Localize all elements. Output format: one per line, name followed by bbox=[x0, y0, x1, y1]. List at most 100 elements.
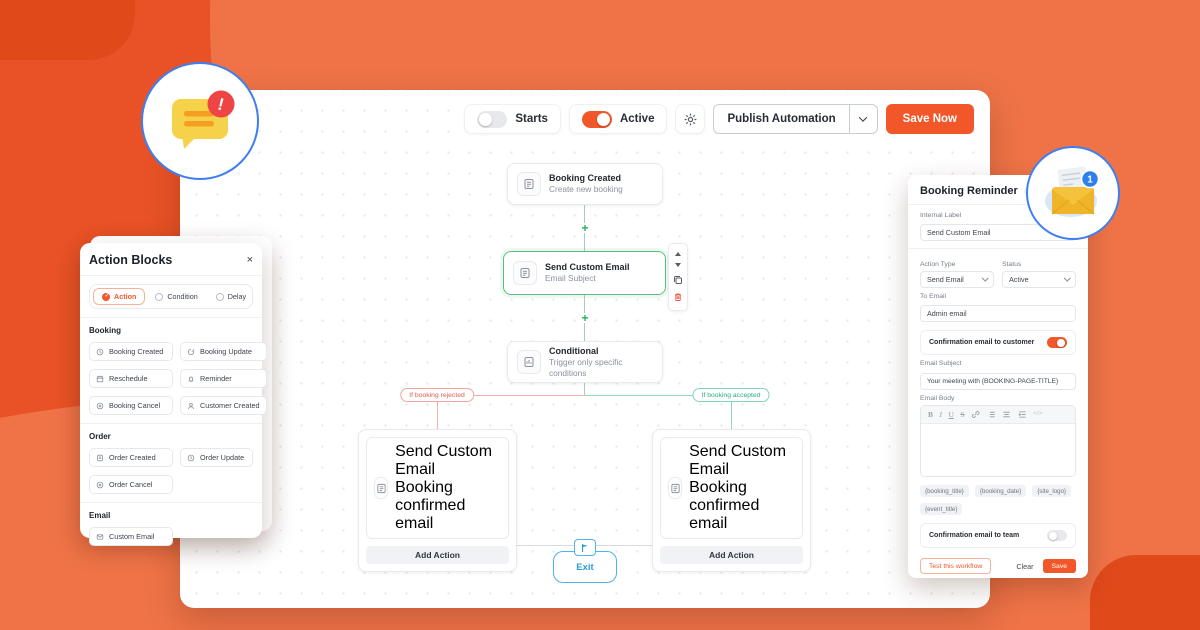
internal-label: Internal Label bbox=[920, 212, 962, 219]
settings-button[interactable] bbox=[675, 104, 706, 134]
internal-label-input[interactable] bbox=[920, 224, 1076, 241]
italic-button[interactable]: I bbox=[939, 409, 943, 419]
link-icon[interactable] bbox=[971, 410, 980, 419]
node-icon bbox=[513, 261, 537, 285]
block-booking-update[interactable]: Booking Update bbox=[180, 342, 267, 361]
block-order-cancel[interactable]: Order Cancel bbox=[89, 475, 173, 494]
bg-corner-top-left bbox=[0, 0, 135, 60]
team-confirmation-toggle[interactable] bbox=[1047, 530, 1067, 541]
to-email-label: To Email bbox=[920, 293, 947, 300]
panel-title: Action Blocks bbox=[89, 253, 173, 267]
delete-icon[interactable] bbox=[673, 292, 683, 302]
move-up-icon[interactable] bbox=[675, 251, 681, 256]
toggle-label: Confirmation email to team bbox=[929, 532, 1020, 539]
node-subtitle: Create new booking bbox=[549, 184, 623, 195]
strikethrough-button[interactable]: S bbox=[960, 409, 965, 419]
duplicate-icon[interactable] bbox=[673, 275, 683, 285]
action-type-select[interactable]: Send Email bbox=[920, 271, 994, 288]
edge-label-accepted[interactable]: If booking accepted bbox=[692, 388, 770, 402]
publish-automation-button[interactable]: Publish Automation bbox=[727, 113, 836, 125]
action-card-rejected: Send Custom Email Booking confirmed emai… bbox=[358, 429, 517, 572]
node-subtitle: Booking confirmed email bbox=[395, 479, 466, 532]
block-booking-cancel[interactable]: Booking Cancel bbox=[89, 396, 173, 415]
node-send-custom-email-accepted[interactable]: Send Custom Email Booking confirmed emai… bbox=[660, 437, 803, 539]
starts-toggle[interactable] bbox=[477, 110, 508, 128]
email-subject-input[interactable] bbox=[920, 373, 1076, 390]
close-icon[interactable]: × bbox=[246, 253, 253, 266]
block-icon bbox=[97, 454, 103, 461]
bg-corner-bottom-right bbox=[1090, 555, 1200, 630]
node-icon bbox=[517, 172, 541, 196]
node-booking-created[interactable]: Booking Created Create new booking bbox=[507, 163, 663, 205]
email-subject-label: Email Subject bbox=[920, 360, 962, 367]
to-email-input[interactable] bbox=[920, 305, 1076, 322]
block-booking-created[interactable]: Booking Created bbox=[89, 342, 173, 361]
block-icon bbox=[96, 402, 104, 409]
block-customer-created[interactable]: Customer Created bbox=[180, 396, 267, 415]
radio-action[interactable]: Action bbox=[93, 288, 146, 305]
underline-button[interactable]: U bbox=[948, 409, 954, 419]
publish-dropdown-button[interactable] bbox=[850, 105, 877, 133]
bold-button[interactable]: B bbox=[928, 409, 934, 419]
node-send-custom-email[interactable]: Send Custom Email Email Subject bbox=[503, 251, 666, 295]
block-icon bbox=[187, 454, 195, 461]
align-icon[interactable] bbox=[1002, 410, 1011, 419]
add-action-button[interactable]: Add Action bbox=[366, 546, 509, 564]
clear-button[interactable]: Clear bbox=[1016, 561, 1034, 571]
booking-reminder-panel: Booking Reminder Action Internal Label A… bbox=[908, 175, 1088, 578]
section-heading-booking: Booking bbox=[89, 326, 121, 335]
select-value: Active bbox=[1009, 275, 1029, 284]
radio-label: Delay bbox=[227, 292, 247, 301]
block-reschedule[interactable]: Reschedule bbox=[89, 369, 173, 388]
node-send-custom-email-rejected[interactable]: Send Custom Email Booking confirmed emai… bbox=[366, 437, 509, 539]
node-title: Send Custom Email bbox=[395, 443, 493, 478]
active-toggle[interactable] bbox=[581, 110, 612, 128]
node-icon bbox=[668, 477, 683, 499]
tag-booking-date[interactable]: {booking_date} bbox=[974, 485, 1027, 497]
action-blocks-panel: Action Blocks × Action Condition Delay B… bbox=[80, 243, 267, 546]
save-now-button[interactable]: Save Now bbox=[885, 104, 974, 134]
action-type-label: Action Type bbox=[920, 261, 956, 268]
email-body-textarea[interactable] bbox=[921, 424, 1075, 476]
mail-badge: 1 bbox=[1087, 175, 1093, 186]
tag-site-logo[interactable]: {site_logo} bbox=[1032, 485, 1072, 497]
list-icon[interactable] bbox=[987, 410, 996, 419]
chat-bubble-icon: ! bbox=[172, 90, 235, 149]
connector-accepted bbox=[731, 395, 732, 429]
divider bbox=[908, 204, 1088, 205]
connector-rejected bbox=[437, 395, 438, 429]
node-conditional[interactable]: Conditional Trigger only specific condit… bbox=[507, 341, 663, 383]
add-step-plus-icon[interactable]: + bbox=[580, 221, 590, 235]
indent-icon[interactable] bbox=[1018, 410, 1027, 419]
move-down-icon[interactable] bbox=[675, 263, 681, 268]
node-exit[interactable]: Exit bbox=[553, 551, 617, 583]
radio-condition[interactable]: Condition bbox=[147, 289, 205, 304]
edge-label-rejected[interactable]: If booking rejected bbox=[400, 388, 474, 402]
radio-delay[interactable]: Delay bbox=[208, 289, 254, 304]
tag-booking-title[interactable]: {booking_title} bbox=[920, 485, 969, 497]
gear-icon bbox=[684, 113, 697, 125]
starts-toggle-group: Starts bbox=[464, 104, 561, 134]
block-custom-email[interactable]: Custom Email bbox=[89, 527, 173, 546]
block-order-created[interactable]: Order Created bbox=[89, 448, 173, 467]
merge-tags: {booking_title} {booking_date} {site_log… bbox=[920, 485, 1076, 515]
add-action-button[interactable]: Add Action bbox=[660, 546, 803, 564]
exit-label: Exit bbox=[576, 561, 594, 573]
status-select[interactable]: Active bbox=[1002, 271, 1076, 288]
block-reminder[interactable]: Reminder bbox=[180, 369, 267, 388]
chevron-down-icon bbox=[981, 274, 988, 282]
add-step-plus-icon[interactable]: + bbox=[580, 311, 590, 325]
customer-confirmation-toggle[interactable] bbox=[1047, 337, 1067, 348]
action-card-accepted: Send Custom Email Booking confirmed emai… bbox=[652, 429, 811, 572]
workflow-canvas[interactable]: Starts Active Publish Automation Save No… bbox=[180, 90, 990, 608]
block-order-update[interactable]: Order Update bbox=[180, 448, 253, 467]
tag-event-title[interactable]: {event_title} bbox=[920, 503, 963, 515]
radio-icon bbox=[155, 292, 164, 301]
test-workflow-button[interactable]: Test this workflow bbox=[920, 558, 992, 574]
radio-label: Action bbox=[114, 292, 137, 301]
code-icon[interactable]: </> bbox=[1033, 410, 1043, 418]
select-value: Send Email bbox=[927, 275, 964, 284]
save-button[interactable]: Save bbox=[1042, 559, 1076, 573]
panel-title: Booking Reminder bbox=[920, 185, 1018, 197]
node-subtitle: Trigger only specific conditions bbox=[549, 356, 623, 379]
